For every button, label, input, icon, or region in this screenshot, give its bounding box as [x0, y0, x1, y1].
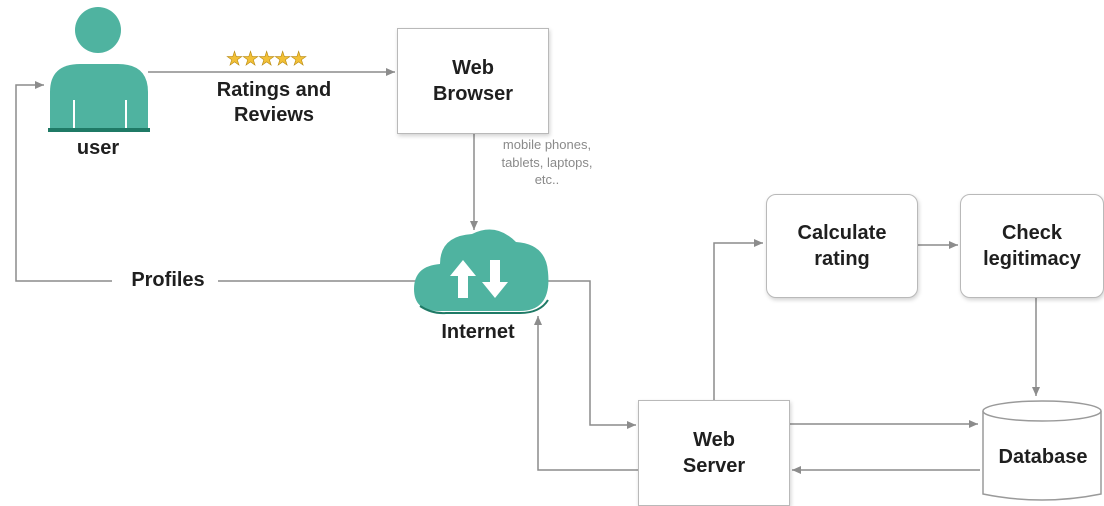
rating-stars-icon: ★★★★★	[226, 49, 308, 71]
profiles-label: Profiles	[131, 269, 205, 291]
internet-label: Internet	[441, 321, 515, 343]
calculate-rating-box: Calculate rating	[766, 194, 918, 298]
check-legitimacy-box: Check legitimacy	[960, 194, 1104, 298]
connector-profiles-to-user	[15, 81, 112, 282]
database-cylinder	[982, 400, 1102, 501]
connector-server-to-calculate	[713, 239, 763, 400]
ratings-reviews-label: Ratings and Reviews	[216, 79, 332, 126]
database-label: Database	[998, 446, 1088, 468]
connector-internet-to-server	[548, 280, 636, 429]
internet-cloud-icon	[414, 229, 549, 315]
user-label: user	[76, 137, 120, 159]
web-browser-box: Web Browser	[397, 28, 549, 134]
user-icon	[48, 7, 150, 132]
connectors	[15, 68, 1040, 474]
web-server-box: Web Server	[638, 400, 790, 506]
devices-note: mobile phones, tablets, laptops, etc..	[501, 137, 593, 188]
connector-server-to-internet	[534, 316, 640, 471]
